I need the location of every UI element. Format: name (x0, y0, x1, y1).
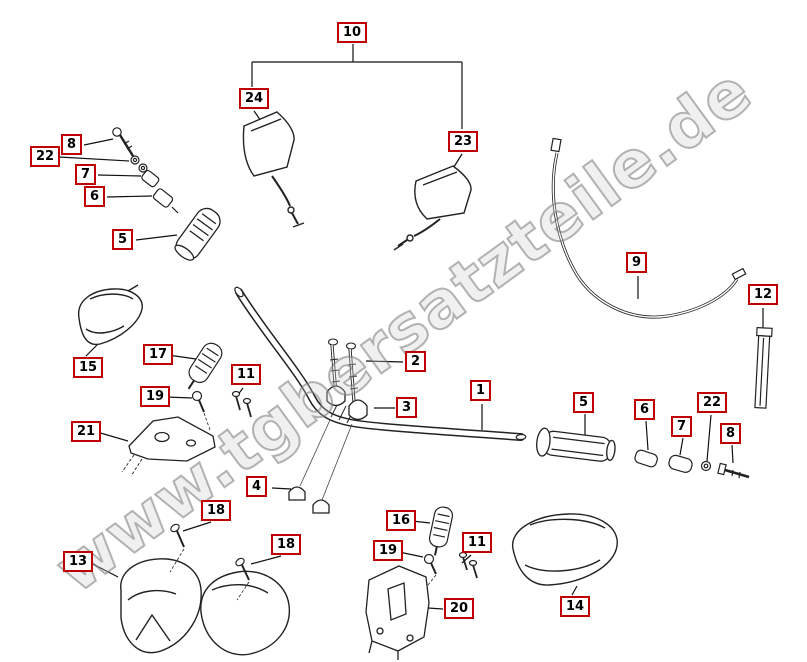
callout-c1: 1 (470, 380, 492, 401)
part-screws-11-right (458, 551, 478, 579)
callout-c7a: 7 (75, 164, 97, 185)
leader-lines (58, 44, 764, 610)
callout-c12: 12 (748, 284, 779, 305)
part-washers-22-left (130, 155, 148, 173)
part-spacer-6-left (152, 188, 179, 214)
callout-c20: 20 (444, 598, 475, 619)
part-handguard-right (512, 513, 618, 586)
callout-c8a: 8 (61, 134, 83, 155)
part-clamps-lower-4 (288, 486, 330, 514)
part-bracket-20 (365, 565, 430, 660)
callout-c19b: 19 (373, 540, 404, 561)
part-clamps-upper-3 (326, 385, 368, 421)
part-throttle-cable (550, 137, 747, 319)
callout-c3: 3 (396, 397, 418, 418)
part-bolt-8-left (112, 127, 135, 157)
part-bracket-21 (121, 416, 216, 477)
part-grip-17 (187, 342, 223, 390)
callout-c22b: 22 (697, 392, 728, 413)
part-screws-18 (169, 523, 250, 601)
part-mirror-left (242, 111, 305, 228)
callout-c13: 13 (63, 551, 94, 572)
callout-c24: 24 (239, 88, 270, 109)
callout-c9: 9 (626, 252, 648, 273)
callout-c2: 2 (405, 351, 427, 372)
clamp-alignment-lines (299, 419, 353, 501)
part-bushing-7-right (668, 454, 693, 473)
part-cover-13 (120, 558, 291, 656)
callout-c19a: 19 (140, 386, 171, 407)
part-handguard-left (78, 284, 143, 346)
part-throttle-grip (536, 427, 616, 462)
callout-c5b: 5 (573, 392, 595, 413)
callout-c7b: 7 (671, 416, 693, 437)
callout-c23: 23 (448, 131, 479, 152)
part-rod-12 (754, 326, 773, 409)
callout-c22a: 22 (30, 146, 61, 167)
part-spacer-6-right (634, 449, 658, 468)
part-grip-left (174, 207, 221, 261)
part-bushing-7-left (141, 169, 160, 188)
part-grip-16 (428, 506, 454, 556)
callout-c5a: 5 (112, 229, 134, 250)
callout-c15: 15 (73, 357, 104, 378)
part-washer-22-right (700, 460, 712, 472)
part-bolt-8-right (717, 462, 750, 479)
callout-c4: 4 (246, 476, 268, 497)
callout-c8b: 8 (720, 423, 742, 444)
part-handlebar (234, 286, 527, 441)
part-screws-11-left (231, 390, 252, 418)
callout-c16: 16 (386, 510, 417, 531)
callout-c14: 14 (560, 596, 591, 617)
callout-c6a: 6 (84, 186, 106, 207)
callout-c11b: 11 (462, 532, 493, 553)
callout-c11a: 11 (231, 364, 262, 385)
callout-c18a: 18 (201, 500, 232, 521)
callout-c21: 21 (71, 421, 102, 442)
callout-c6b: 6 (634, 399, 656, 420)
callout-c18b: 18 (271, 534, 302, 555)
callout-c17: 17 (143, 344, 174, 365)
part-mirror-right (393, 165, 472, 251)
part-screw-19-left (191, 390, 211, 431)
callout-c10: 10 (337, 22, 368, 43)
